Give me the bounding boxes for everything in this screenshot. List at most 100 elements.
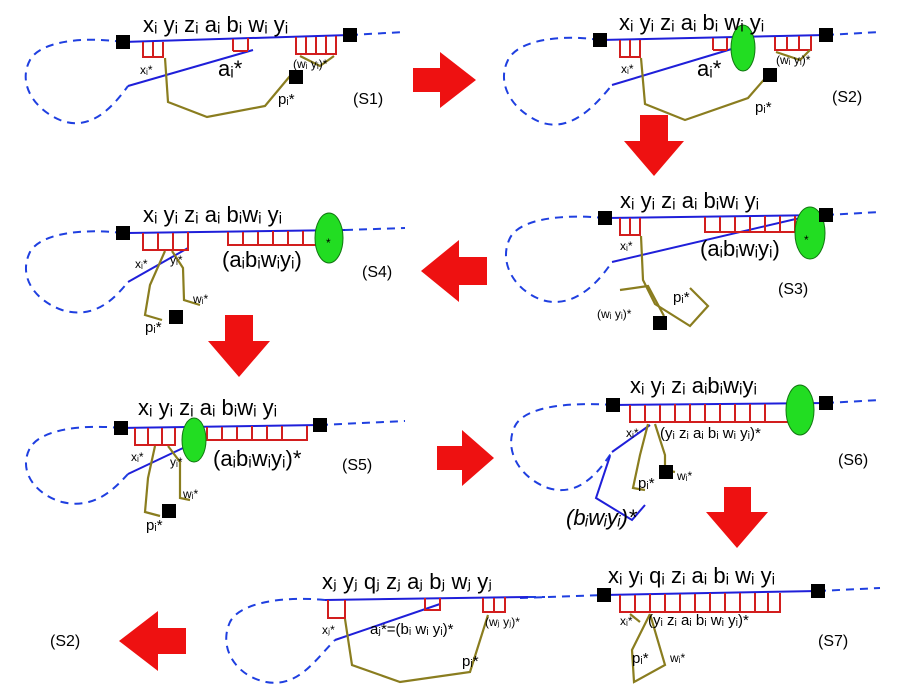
p-star-label: pᵢ* xyxy=(278,91,295,108)
loop-strand xyxy=(631,423,650,492)
endpoint-marker xyxy=(763,68,777,82)
y-star-label: yᵢ* xyxy=(170,455,183,469)
dashed-strand xyxy=(25,230,129,314)
endpoint-marker xyxy=(116,35,130,49)
panel-s1: xᵢ yᵢ zᵢ aᵢ bᵢ wᵢ yᵢ xᵢ* aᵢ* (wᵢ yᵢ)* pᵢ… xyxy=(24,12,406,125)
wy-star-label: (wᵢ yᵢ)* xyxy=(293,57,328,71)
endpoint-marker xyxy=(116,226,130,240)
step-tag: (S4) xyxy=(362,264,392,281)
dashed-strand xyxy=(505,215,613,303)
p-star-label: pᵢ* xyxy=(638,475,655,492)
bottom-strand xyxy=(334,603,441,641)
p-star-label: pᵢ* xyxy=(755,99,772,116)
sequence-label: xᵢ yᵢ zᵢ aᵢ bᵢ wᵢ yᵢ xyxy=(143,12,288,37)
loop-strand xyxy=(299,55,335,68)
x-star-label: xᵢ* xyxy=(135,257,148,271)
knot-star-label: * xyxy=(804,233,809,247)
endpoint-marker xyxy=(343,28,357,42)
step-tag: (S7) xyxy=(818,633,848,650)
y-star-label: yᵢ* xyxy=(170,253,183,267)
sequence-label: xᵢ yᵢ zᵢ aᵢ bᵢ wᵢ yᵢ xyxy=(619,10,764,35)
bottom-strand xyxy=(611,424,651,453)
step-tag: (S3) xyxy=(778,281,808,298)
arrow-down-s2-s3 xyxy=(624,115,684,176)
sequence-label: xᵢ yᵢ zᵢ aᵢ bᵢwᵢ yᵢ xyxy=(620,188,759,213)
sequence-label: xᵢ yᵢ zᵢ aᵢ bᵢwᵢ yᵢ xyxy=(143,202,282,227)
dashed-strand xyxy=(344,227,406,231)
dashed-strand xyxy=(225,597,336,684)
knot-marker xyxy=(181,417,207,463)
arrow-right-s1-s2 xyxy=(413,52,476,108)
bonds xyxy=(142,36,337,58)
arrow-down-s6-s7 xyxy=(706,487,768,548)
wy-star-label: (wᵢ yᵢ)* xyxy=(597,307,632,321)
knot-marker xyxy=(794,206,826,260)
loop-strand xyxy=(629,613,641,623)
bonds xyxy=(327,597,506,619)
w-star-label: wᵢ* xyxy=(676,469,693,483)
bonds xyxy=(619,36,812,58)
p-star-label: pᵢ* xyxy=(146,517,163,534)
sequence-label: xⱼ yⱼ qⱼ zⱼ aⱼ bⱼ wⱼ yⱼ xyxy=(322,569,492,594)
endpoint-marker xyxy=(659,465,673,479)
bottom-strand xyxy=(127,49,254,87)
p-star-label: pᵢ* xyxy=(145,319,162,336)
bottom-strand xyxy=(611,47,736,86)
bonds xyxy=(619,593,781,613)
bonds xyxy=(629,404,791,423)
dashed-strand xyxy=(503,36,613,126)
dashed-strand xyxy=(510,403,614,491)
step-tag: (S1) xyxy=(353,91,383,108)
arrow-left-final xyxy=(119,611,186,671)
panel-s6: xᵢ yᵢ zᵢ aᵢbᵢwᵢyᵢ xᵢ* (yᵢ zᵢ aᵢ bᵢ wᵢ yᵢ… xyxy=(510,373,881,530)
top-strand xyxy=(604,214,827,219)
endpoint-marker xyxy=(313,418,327,432)
endpoint-marker xyxy=(819,208,833,222)
loop-strand xyxy=(171,250,201,307)
x-star-label: xᵢ* xyxy=(620,614,633,628)
top-strand xyxy=(122,229,346,234)
endpoint-marker xyxy=(593,33,607,47)
dashed-strand xyxy=(825,211,881,216)
endpoint-marker xyxy=(289,70,303,84)
dashed-strand xyxy=(319,420,406,426)
knot-marker xyxy=(785,384,815,436)
dashed-strand xyxy=(24,38,129,125)
p-star-label: pᵢ* xyxy=(632,650,649,667)
step-tag: (S2) xyxy=(832,89,862,106)
step-tag: (S6) xyxy=(838,452,868,469)
dashed-strand xyxy=(825,399,881,404)
transition-arrows xyxy=(119,52,768,671)
p-star-label: pᵢ* xyxy=(673,289,690,306)
top-strand xyxy=(120,424,321,429)
a-star-label: aᵢ* xyxy=(218,56,243,81)
bonds xyxy=(142,231,319,251)
loop-strand xyxy=(343,614,490,684)
endpoint-marker xyxy=(653,316,667,330)
endpoint-marker xyxy=(819,396,833,410)
x-star-label: xᵢ* xyxy=(131,450,144,464)
loop-strand xyxy=(163,57,291,119)
panel-s2: xᵢ yᵢ zᵢ aᵢ bᵢ wᵢ yᵢ xᵢ* aᵢ* (wᵢ yᵢ)* pᵢ… xyxy=(503,10,881,126)
dashed-strand xyxy=(349,31,406,36)
w-star-label: wᵢ* xyxy=(192,292,209,306)
duplex-label: (yᵢ zᵢ aᵢ bᵢ wᵢ yᵢ)* xyxy=(648,612,749,629)
duplex-label: (aᵢbᵢwᵢyᵢ) xyxy=(222,247,302,272)
x-star-label: xᵢ* xyxy=(621,62,634,76)
knot-marker xyxy=(730,24,756,72)
x-star-label: xⱼ* xyxy=(322,623,335,637)
top-strand xyxy=(324,596,529,601)
dashed-strand xyxy=(25,425,129,505)
a-star-label: aᵢ* xyxy=(697,56,722,81)
w-star-label: wᵢ* xyxy=(669,651,686,665)
endpoint-marker xyxy=(597,588,611,602)
sequence-label: xᵢ yᵢ zᵢ aᵢ bᵢwᵢ yᵢ xyxy=(138,395,277,420)
arrow-left-s3-s4 xyxy=(421,240,487,302)
bottom-strand xyxy=(611,217,801,263)
duplex-label: (aᵢbᵢwᵢyᵢ)* xyxy=(213,446,302,471)
panel-s3: xᵢ yᵢ zᵢ aᵢ bᵢwᵢ yᵢ xᵢ* (aᵢbᵢwᵢyᵢ) * (wᵢ… xyxy=(505,188,881,330)
loop-strand xyxy=(630,613,667,684)
wy-star-label: (wⱼ yⱼ)* xyxy=(485,615,520,629)
bwy-star-label: (bᵢwᵢyᵢ)* xyxy=(566,505,638,530)
arrow-down-s4-s5 xyxy=(208,315,270,377)
